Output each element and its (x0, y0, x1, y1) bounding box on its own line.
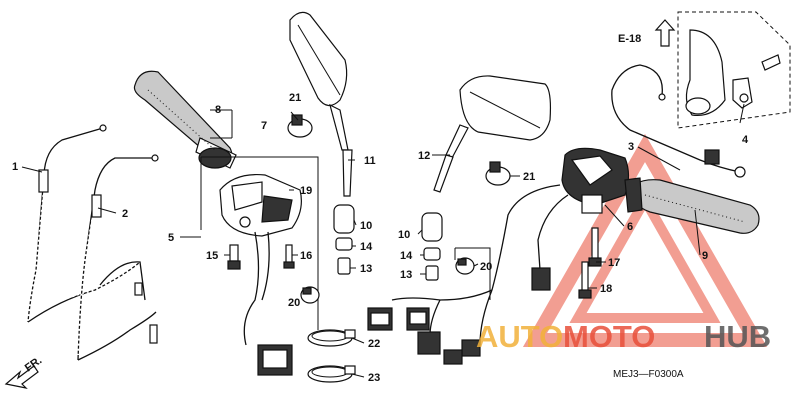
label-21a: 21 (289, 92, 301, 104)
label-1: 1 (12, 161, 18, 173)
throttle-grip (133, 70, 237, 169)
right-grip (624, 177, 760, 234)
label-4: 4 (742, 134, 749, 146)
watermark-logo (522, 133, 768, 347)
bracket-right-weights (454, 247, 491, 300)
label-13a: 13 (360, 263, 372, 275)
watermark-part-2: MOTO (563, 319, 655, 354)
label-15: 15 (206, 250, 218, 262)
right-switch-housing (367, 147, 630, 365)
label-20b: 20 (480, 261, 492, 273)
bar-end-weight-left (333, 204, 355, 275)
screw-16 (283, 244, 295, 269)
screw-15 (227, 244, 241, 270)
label-5: 5 (168, 232, 174, 244)
cable-band-22 (307, 329, 356, 347)
clamp-20-right (455, 257, 475, 275)
label-21b: 21 (523, 171, 535, 183)
band-21-right (485, 161, 511, 186)
diagram-code: MEJ3—F0300A (613, 369, 684, 380)
band-21-left (287, 114, 313, 138)
ref-arrow (654, 19, 676, 47)
label-3: 3 (628, 141, 634, 153)
label-12: 12 (418, 150, 430, 162)
label-23: 23 (368, 372, 380, 384)
bar-end-weight-right (421, 212, 443, 281)
throttle-cable-2 (76, 154, 159, 361)
label-13b: 13 (400, 269, 412, 281)
label-6: 6 (627, 221, 633, 233)
label-11: 11 (364, 155, 376, 167)
label-10a: 10 (360, 220, 372, 232)
label-14b: 14 (400, 250, 413, 262)
lever-housing-4 (677, 11, 791, 129)
clamp-20-left (300, 286, 320, 304)
watermark-part-1: AUTO (476, 319, 563, 354)
label-22: 22 (368, 338, 380, 350)
label-18: 18 (600, 283, 612, 295)
left-mirror (289, 11, 353, 197)
front-arrow (4, 365, 39, 389)
label-16: 16 (300, 250, 312, 262)
choke-cable-3 (611, 64, 746, 178)
leader-lines (21, 103, 745, 378)
label-2: 2 (122, 208, 128, 220)
cable-band-23 (307, 365, 356, 383)
watermark-part-3: HUB (704, 319, 771, 354)
label-19: 19 (300, 185, 312, 197)
label-7: 7 (261, 120, 267, 132)
label-14a: 14 (360, 241, 373, 253)
ref-label: E-18 (618, 33, 641, 45)
callout-numbers: 1 2 3 4 5 6 7 8 9 10 10 11 12 13 13 14 1… (12, 92, 749, 384)
screw-18 (578, 261, 592, 299)
left-switch-housing (219, 173, 302, 376)
watermark-text: AUTO MOTO HUB (476, 319, 771, 354)
throttle-cable-1 (26, 124, 141, 323)
bracket-5 (180, 156, 319, 330)
label-8: 8 (215, 104, 221, 116)
label-10b: 10 (398, 229, 410, 241)
label-17: 17 (608, 257, 620, 269)
label-9: 9 (702, 250, 708, 262)
label-20a: 20 (288, 297, 300, 309)
right-mirror (433, 75, 552, 193)
